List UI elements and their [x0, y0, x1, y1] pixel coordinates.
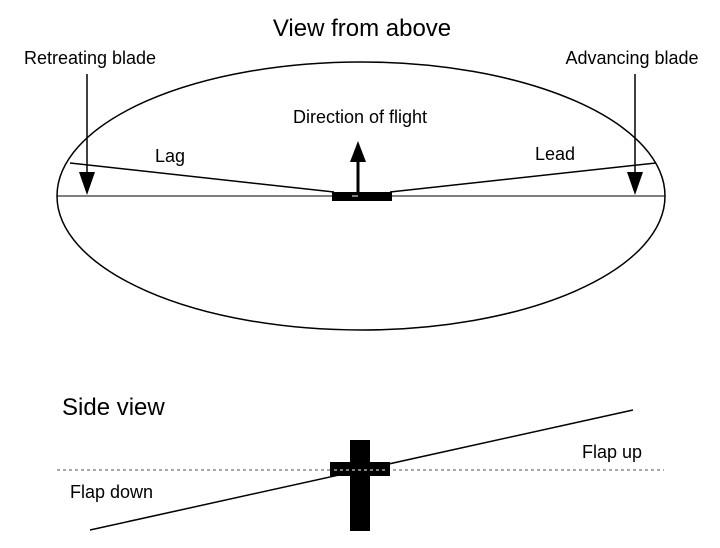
flap-up-label: Flap up	[582, 442, 642, 462]
retreating-blade-arrow-head	[79, 172, 95, 195]
side-view-title: Side view	[62, 394, 165, 421]
direction-arrow-head	[350, 141, 366, 162]
hub-horizontal	[330, 462, 390, 476]
flap-down-label: Flap down	[70, 482, 153, 502]
leading-blade-line	[389, 162, 657, 193]
advancing-blade-arrow-head	[627, 172, 643, 195]
mast-vertical	[350, 440, 370, 531]
rotor-hub	[332, 192, 392, 201]
retreating-blade-label: Retreating blade	[24, 48, 156, 68]
lag-label: Lag	[155, 146, 185, 166]
advancing-blade-label: Advancing blade	[565, 48, 698, 68]
top-view-title: View from above	[273, 15, 451, 42]
side-view: Side view Flap up Flap down	[57, 394, 664, 531]
top-view: View from above Direction of flight Retr…	[24, 15, 699, 331]
lagging-blade-line	[69, 162, 335, 193]
lead-label: Lead	[535, 144, 575, 164]
direction-of-flight-label: Direction of flight	[293, 107, 427, 127]
